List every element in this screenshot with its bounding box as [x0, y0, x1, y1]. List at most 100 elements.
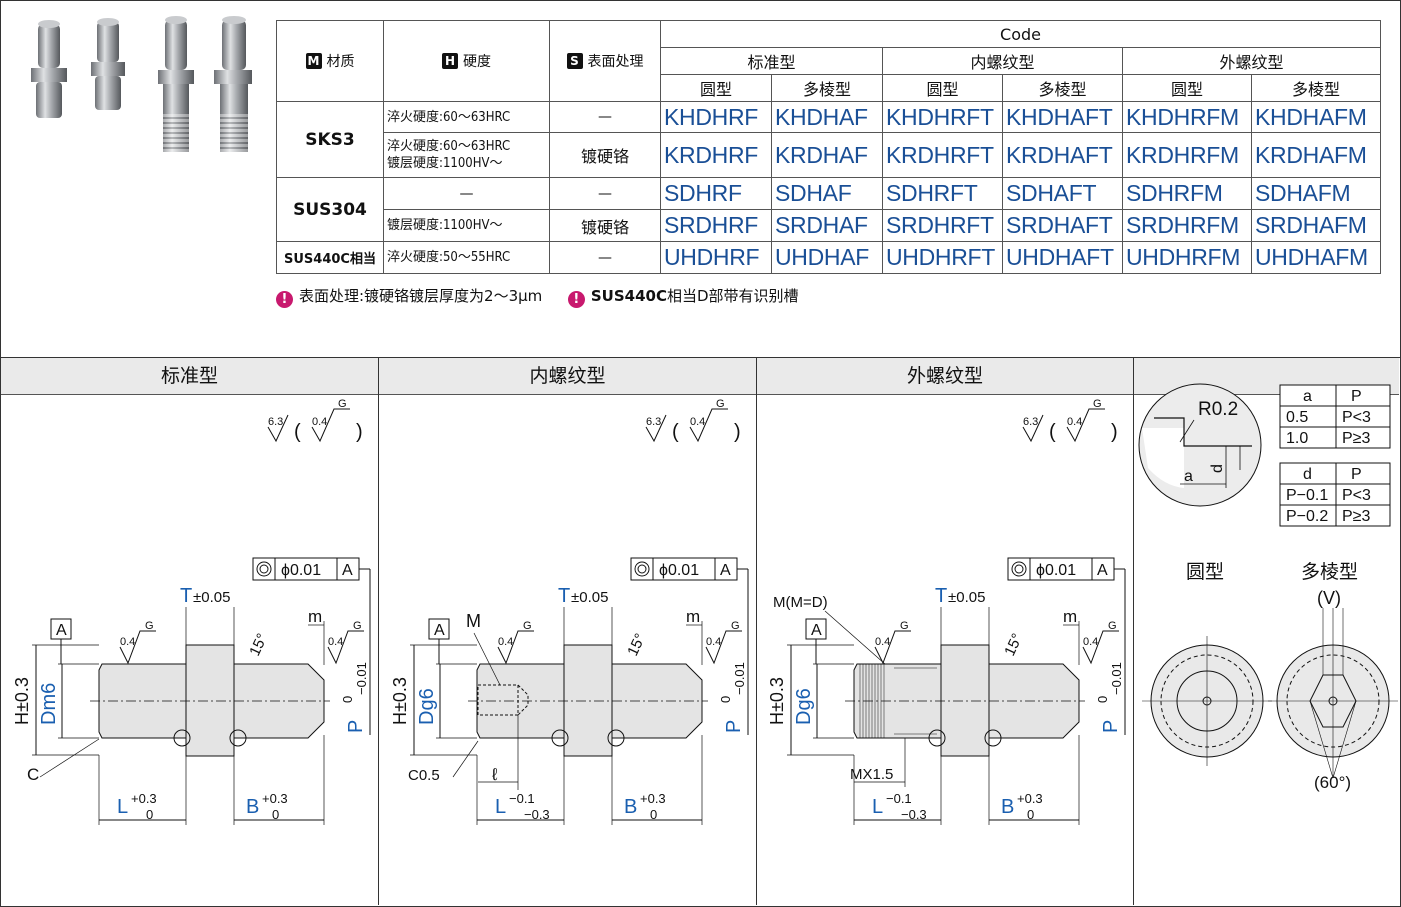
dim-b-tol: 0 [1027, 807, 1034, 822]
dim-b-tol: 0 [650, 807, 657, 822]
code-cell[interactable]: SDHRF [660, 177, 772, 210]
roughness-grade: G [523, 620, 532, 632]
code-cell[interactable]: KRDHAF [771, 132, 883, 178]
code-cell[interactable]: UHDHAFT [1002, 241, 1123, 274]
dim-l-tol: −0.1 [509, 791, 535, 806]
dim-t: T [180, 585, 192, 607]
detail-table-d [1279, 462, 1391, 527]
code-cell[interactable]: SRDHRFT [882, 209, 1003, 242]
dim-p-tol: 0 [1095, 696, 1110, 703]
material-cell: SUS440C相当 [276, 241, 384, 274]
roughness-value: 6.3 [646, 416, 661, 428]
code-cell[interactable]: SRDHAFM [1251, 209, 1381, 242]
code-cell[interactable]: SRDHRF [660, 209, 772, 242]
code-cell[interactable]: KRDHRF [660, 132, 772, 178]
pin-polygon-photo [91, 18, 125, 110]
roughness-grade: G [900, 620, 909, 632]
detail-d: d [1209, 464, 1226, 473]
surface-cell: — [549, 101, 661, 133]
dim-thread-len: ℓ [491, 765, 498, 784]
hardness-cell: 淬火硬度:60～63HRC [383, 101, 550, 133]
hardness-icon: H [442, 53, 458, 69]
code-cell[interactable]: KHDHAFT [1002, 101, 1123, 133]
panel-divider [1133, 358, 1134, 905]
table-head: P [1351, 466, 1362, 483]
code-cell[interactable]: UHDHAF [771, 241, 883, 274]
dim-mx: MX1.5 [850, 766, 893, 783]
dim-p-tol: −0.01 [354, 662, 369, 695]
hardness-cell: — [383, 177, 550, 210]
code-cell[interactable]: UHDHAFM [1251, 241, 1381, 274]
code-cell[interactable]: UHDHRF [660, 241, 772, 274]
code-cell[interactable]: KHDHRFT [882, 101, 1003, 133]
code-cell[interactable]: SDHAF [771, 177, 883, 210]
exclamation-icon: ! [276, 291, 293, 308]
code-cell[interactable]: KRDHRFM [1122, 132, 1252, 178]
table-cell: 0.5 [1286, 409, 1308, 426]
code-cell[interactable]: SRDHRFM [1122, 209, 1252, 242]
label-v: (V) [1317, 588, 1341, 608]
paren: ) [356, 421, 363, 443]
dim-h: H±0.3 [12, 677, 32, 725]
code-cell[interactable]: KHDHAFM [1251, 101, 1381, 133]
code-cell[interactable]: SRDHAFT [1002, 209, 1123, 242]
shape-header: 圆型 [1122, 74, 1252, 102]
roughness-value: 0.4 [120, 636, 135, 648]
material-cell: SKS3 [276, 101, 384, 178]
table-head: a [1303, 388, 1312, 405]
table-row: SUS440C相当 淬火硬度:50～55HRC — UHDHRF UHDHAF … [276, 241, 1381, 274]
shape-header: 多棱型 [1002, 74, 1123, 102]
hardness-cell: 镀层硬度:1100HV～ [383, 209, 550, 242]
pin-thread-round-photo [158, 16, 194, 152]
table-row: SUS304 — — SDHRF SDHAF SDHRFT SDHAFT SDH… [276, 177, 1381, 242]
shape-header: 多棱型 [1251, 74, 1381, 102]
code-cell[interactable]: KHDHRF [660, 101, 772, 133]
roughness-grade: G [353, 620, 362, 632]
roughness-value: 0.4 [706, 636, 721, 648]
table-cell: 1.0 [1286, 430, 1308, 447]
note-plating: 表面处理:镀硬铬镀层厚度为2～3μm [299, 287, 543, 305]
shape-header: 圆型 [660, 74, 772, 102]
code-cell[interactable]: UHDHRFT [882, 241, 1003, 274]
panel-divider [756, 358, 757, 905]
code-cell[interactable]: SRDHAF [771, 209, 883, 242]
surface-header-label: 表面处理 [587, 54, 644, 70]
notes: !表面处理:镀硬铬镀层厚度为2～3μm !SUS440C相当D部带有识别槽 [276, 285, 799, 308]
code-cell[interactable]: KRDHRFT [882, 132, 1003, 178]
dim-c05: C0.5 [408, 767, 440, 784]
dim-p: P [345, 720, 367, 733]
roughness-value: 0.4 [498, 636, 513, 648]
table-cell: P<3 [1342, 487, 1371, 504]
datum-ref: A [342, 562, 353, 579]
code-cell[interactable]: SDHAFM [1251, 177, 1381, 210]
table-row: 镀层硬度:1100HV～ 镀硬铬 SRDHRF SRDHAF SRDHRFT S… [277, 209, 1381, 242]
dim-d: Dg6 [793, 688, 815, 725]
group-standard: 标准型 [660, 47, 883, 75]
paren: ( [294, 421, 301, 443]
pin-round-photo [31, 20, 67, 118]
code-cell[interactable]: SDHRFM [1122, 177, 1252, 210]
datum-ref: A [720, 562, 731, 579]
code-cell[interactable]: KRDHAFM [1251, 132, 1381, 178]
code-cell[interactable]: KHDHRFM [1122, 101, 1252, 133]
code-cell[interactable]: SDHRFT [882, 177, 1003, 210]
code-cell[interactable]: SDHAFT [1002, 177, 1123, 210]
dim-t: T [935, 585, 947, 607]
code-header: Code [660, 20, 1381, 48]
code-cell[interactable]: KRDHAFT [1002, 132, 1123, 178]
code-cell[interactable]: UHDHRFM [1122, 241, 1252, 274]
dim-m: m [1063, 607, 1077, 626]
group-external: 外螺纹型 [1122, 47, 1381, 75]
code-cell[interactable]: KHDHAF [771, 101, 883, 133]
roughness-value: 6.3 [1023, 416, 1038, 428]
dim-l-tol: 0 [146, 807, 153, 822]
surface-icon: S [566, 53, 583, 69]
panel-divider [378, 358, 379, 905]
section-divider [0, 357, 1401, 358]
